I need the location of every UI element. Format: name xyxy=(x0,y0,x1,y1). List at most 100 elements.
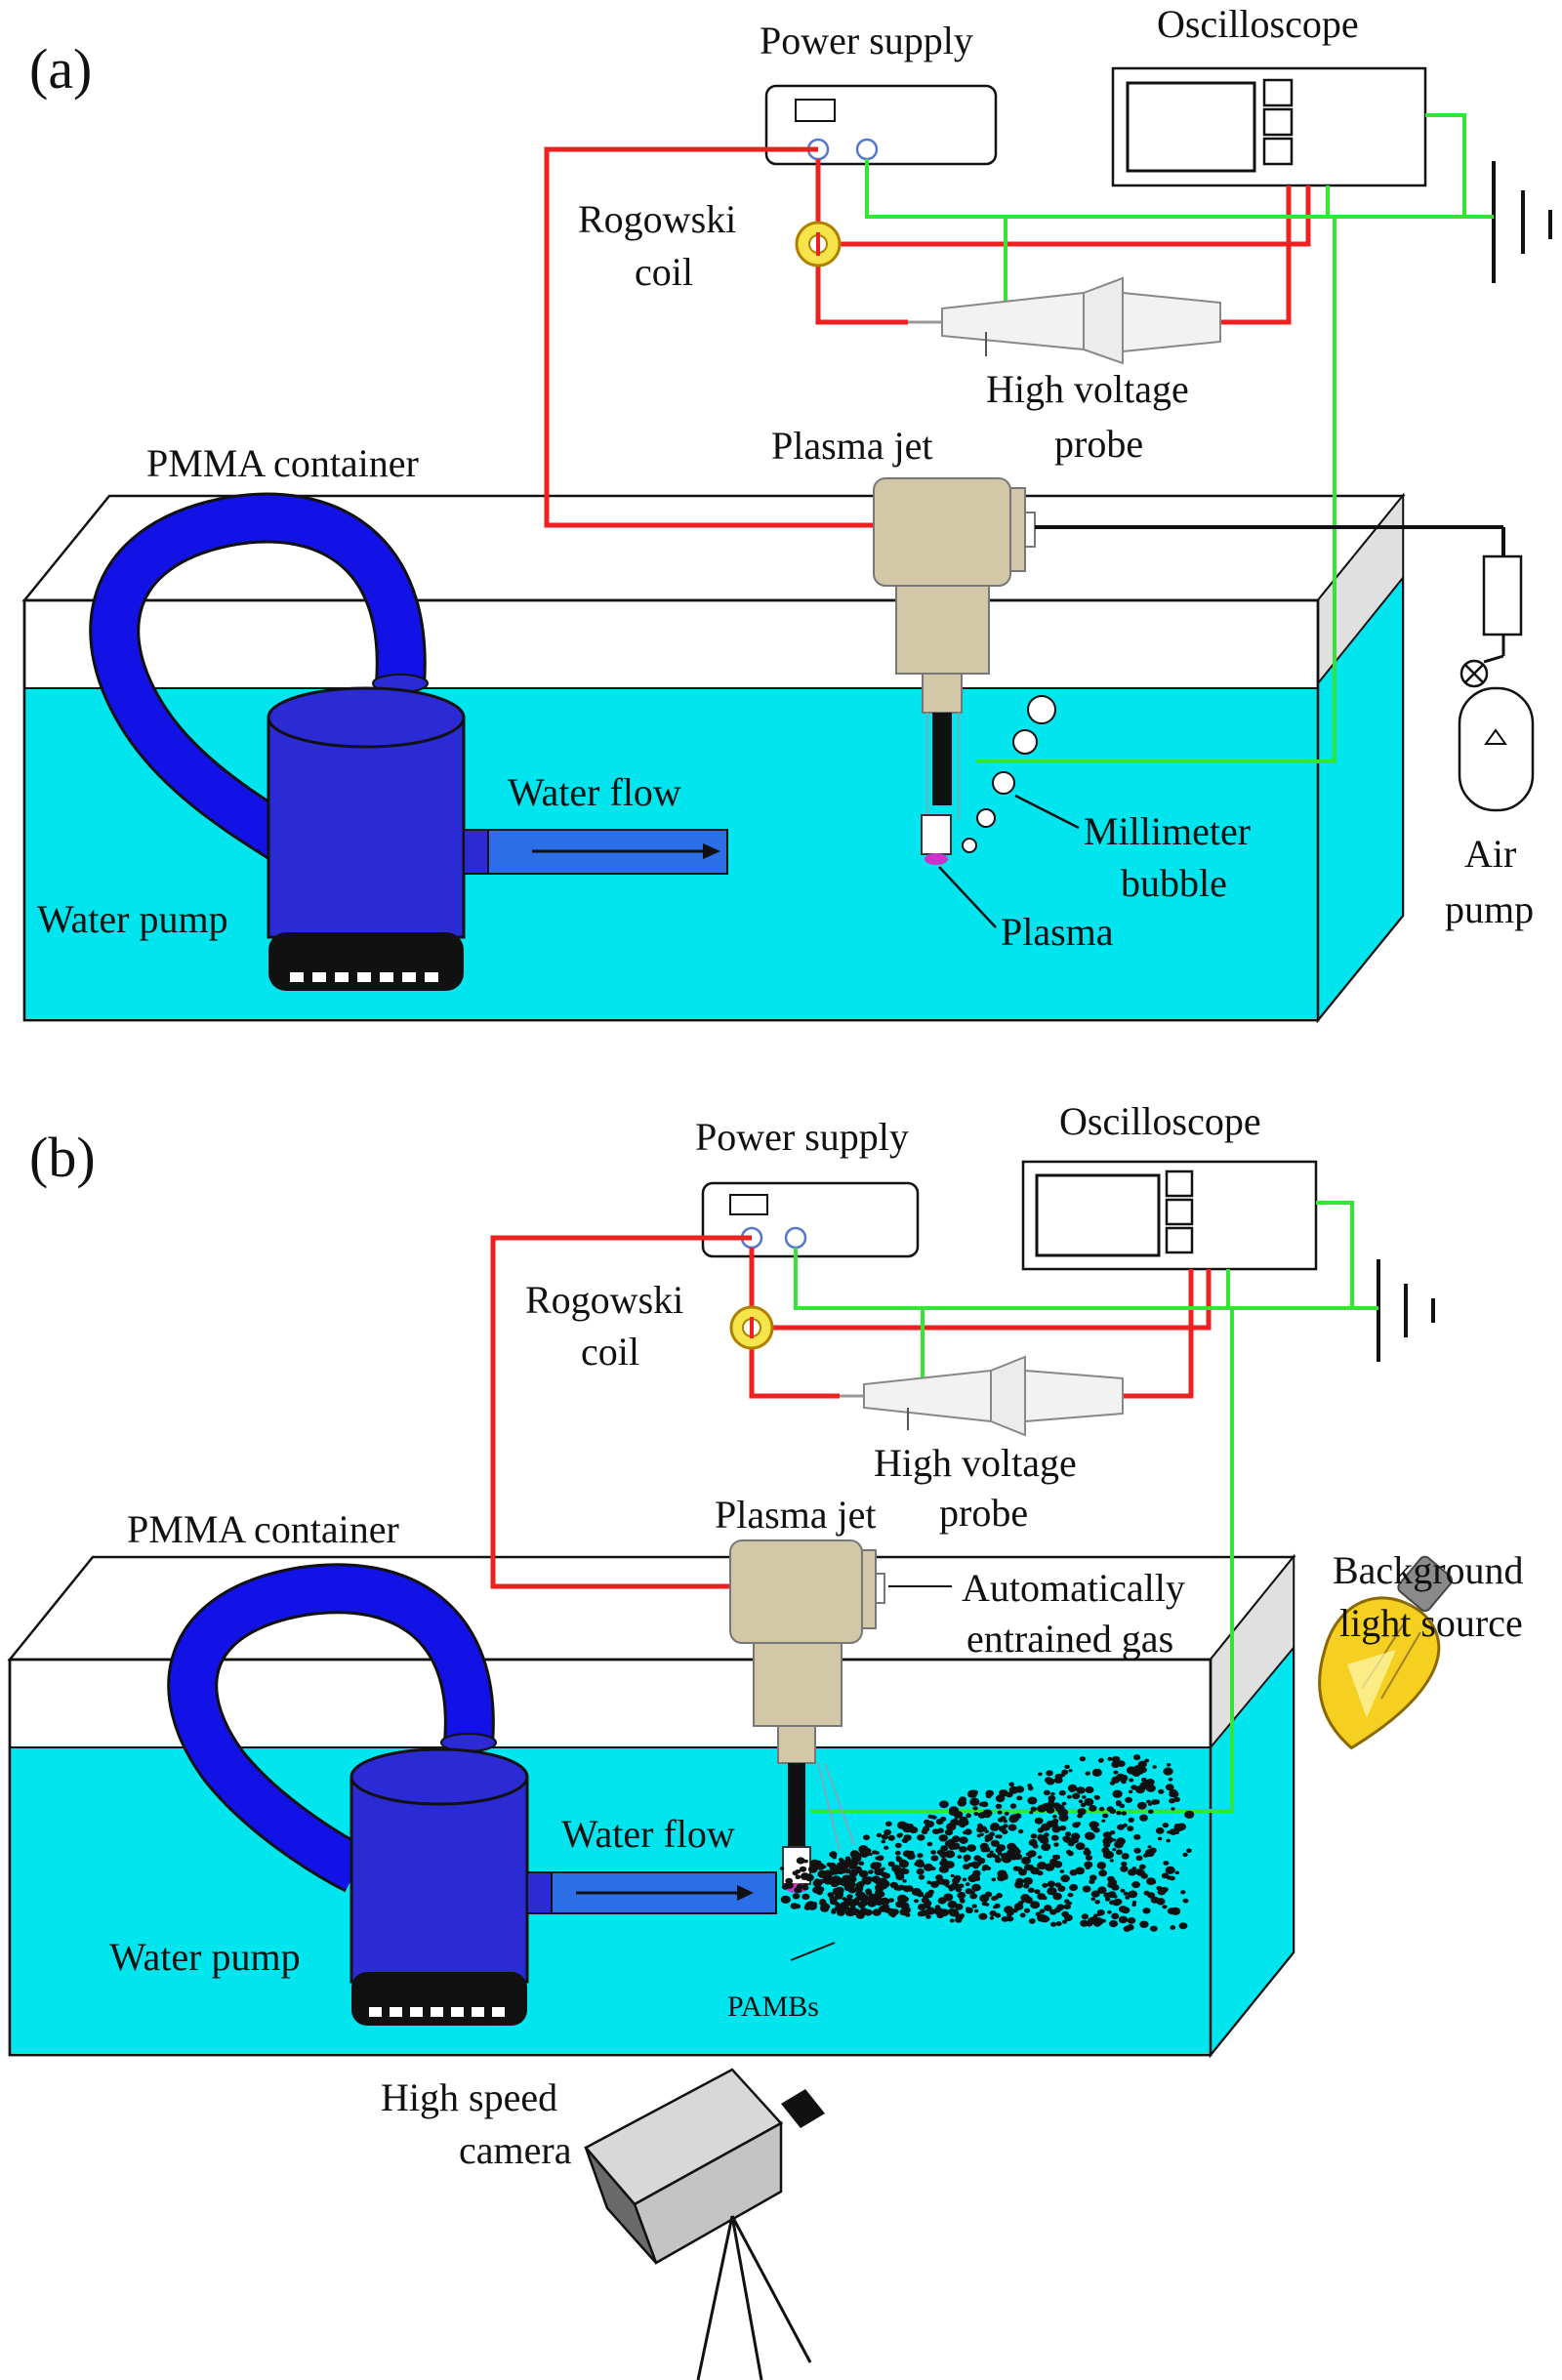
microbubble-dot xyxy=(895,1901,905,1908)
oscilloscope-label-b: Oscilloscope xyxy=(1059,1099,1261,1143)
microbubble-dot xyxy=(1063,1904,1071,1909)
microbubble-dot xyxy=(1050,1834,1059,1841)
microbubble-dot xyxy=(1139,1920,1149,1929)
microbubble-dot xyxy=(1032,1843,1039,1849)
microbubble-dot xyxy=(1064,1764,1070,1770)
microbubble-dot xyxy=(1129,1778,1134,1783)
microbubble-dot xyxy=(1089,1805,1097,1812)
microbubble-dot xyxy=(1133,1765,1143,1773)
power-supply-label-b: Power supply xyxy=(695,1115,909,1159)
entrained-gas-label-line2: entrained gas xyxy=(966,1617,1173,1661)
microbubble-dot xyxy=(807,1902,817,1910)
microbubble-dot xyxy=(1166,1763,1172,1767)
microbubble-dot xyxy=(884,1907,891,1913)
microbubble-dot xyxy=(865,1890,873,1896)
microbubble-dot xyxy=(1139,1814,1148,1822)
microbubble-dot xyxy=(1046,1801,1055,1809)
microbubble-dot xyxy=(1180,1890,1186,1895)
microbubble-dot xyxy=(815,1863,825,1870)
water-flow-label-b: Water flow xyxy=(561,1812,735,1856)
microbubble-dot xyxy=(1051,1826,1061,1833)
microbubble-dot xyxy=(1097,1886,1107,1894)
pmma-label-a: PMMA container xyxy=(146,441,419,485)
plasma-label-a: Plasma xyxy=(1001,910,1114,954)
microbubble-dot xyxy=(779,1867,785,1870)
microbubble-dot xyxy=(1042,1882,1048,1888)
microbubble-dot xyxy=(914,1899,920,1904)
entrained-gas-label-line1: Automatically xyxy=(962,1566,1185,1610)
microbubble-dot xyxy=(1053,1842,1059,1847)
millimeter-label-line2-a: bubble xyxy=(1121,861,1227,905)
microbubble-dot xyxy=(1171,1907,1181,1915)
microbubble-dot xyxy=(1068,1769,1073,1773)
microbubble-dot xyxy=(827,1892,835,1898)
microbubble-dot xyxy=(963,1854,971,1862)
microbubble-dot xyxy=(1173,1824,1184,1832)
hv-probe-label-line2-a: probe xyxy=(1054,422,1143,466)
microbubble-dot xyxy=(1090,1890,1100,1898)
microbubble-dot xyxy=(891,1865,901,1872)
microbubble-dot xyxy=(1146,1799,1151,1804)
microbubble-dot xyxy=(1072,1792,1081,1800)
microbubble-dot xyxy=(1121,1907,1130,1914)
microbubble-dot xyxy=(1021,1856,1031,1865)
microbubble-dot xyxy=(1067,1892,1074,1898)
microbubble-dot xyxy=(859,1894,870,1903)
power-supply-a xyxy=(764,84,998,166)
microbubble-dot xyxy=(1069,1788,1075,1792)
microbubble-dot xyxy=(1115,1849,1123,1855)
microbubble-dot xyxy=(917,1910,925,1917)
microbubble-dot xyxy=(1006,1791,1013,1798)
microbubble-dot xyxy=(1009,1803,1017,1809)
microbubble-dot xyxy=(877,1855,884,1862)
microbubble-dot xyxy=(1145,1784,1156,1792)
pmma-label-b: PMMA container xyxy=(127,1507,399,1551)
microbubble-dot xyxy=(946,1823,957,1831)
microbubble-dot xyxy=(953,1818,959,1822)
pambs-microbubble-cloud xyxy=(779,1754,1195,1932)
microbubble-dot xyxy=(1030,1833,1038,1839)
microbubble-dot xyxy=(924,1900,932,1907)
microbubble-dot xyxy=(1093,1913,1098,1918)
microbubble-dot xyxy=(918,1904,926,1910)
microbubble-dot xyxy=(1008,1815,1018,1824)
microbubble-dot xyxy=(1069,1883,1079,1892)
microbubble-dot xyxy=(1039,1908,1046,1913)
microbubble-dot xyxy=(894,1842,902,1849)
microbubble-dot xyxy=(1064,1914,1073,1921)
microbubble-dot xyxy=(1128,1868,1137,1876)
microbubble-dot xyxy=(978,1912,988,1920)
microbubble-dot xyxy=(1079,1756,1087,1762)
microbubble-dot xyxy=(1013,1903,1024,1910)
microbubble-dot xyxy=(936,1827,944,1833)
microbubble-dot xyxy=(1132,1754,1141,1761)
microbubble-dot xyxy=(861,1876,871,1884)
microbubble-dot xyxy=(997,1817,1004,1823)
microbubble-dot xyxy=(1034,1817,1044,1825)
microbubble-dot xyxy=(989,1910,997,1916)
microbubble-dot xyxy=(855,1897,861,1902)
microbubble-dot xyxy=(1091,1916,1102,1925)
microbubble-dot xyxy=(951,1882,960,1890)
microbubble-dot xyxy=(796,1883,803,1890)
hv-probe-label-line1-a: High voltage xyxy=(986,367,1189,411)
ground-symbol-b xyxy=(1377,1259,1435,1362)
microbubble-dot xyxy=(941,1857,947,1863)
microbubble-dot xyxy=(1171,1807,1175,1811)
microbubble-dot xyxy=(1082,1795,1087,1799)
microbubble-dot xyxy=(1059,1869,1065,1873)
microbubble-dot xyxy=(917,1853,924,1859)
microbubble-dot xyxy=(1131,1881,1140,1889)
microbubble-dot xyxy=(917,1834,925,1841)
microbubble-dot xyxy=(1128,1892,1132,1897)
microbubble-dot xyxy=(1128,1817,1134,1823)
microbubble-dot xyxy=(1162,1823,1170,1828)
microbubble-dot xyxy=(902,1825,913,1833)
microbubble-dot xyxy=(1076,1786,1086,1794)
microbubble-dot xyxy=(1133,1833,1141,1840)
microbubble-dot xyxy=(884,1845,889,1850)
microbubble-dot xyxy=(1018,1868,1027,1876)
microbubble-dot xyxy=(1182,1898,1189,1904)
microbubble-dot xyxy=(943,1861,948,1866)
camera-label-line1: High speed xyxy=(381,2075,557,2119)
